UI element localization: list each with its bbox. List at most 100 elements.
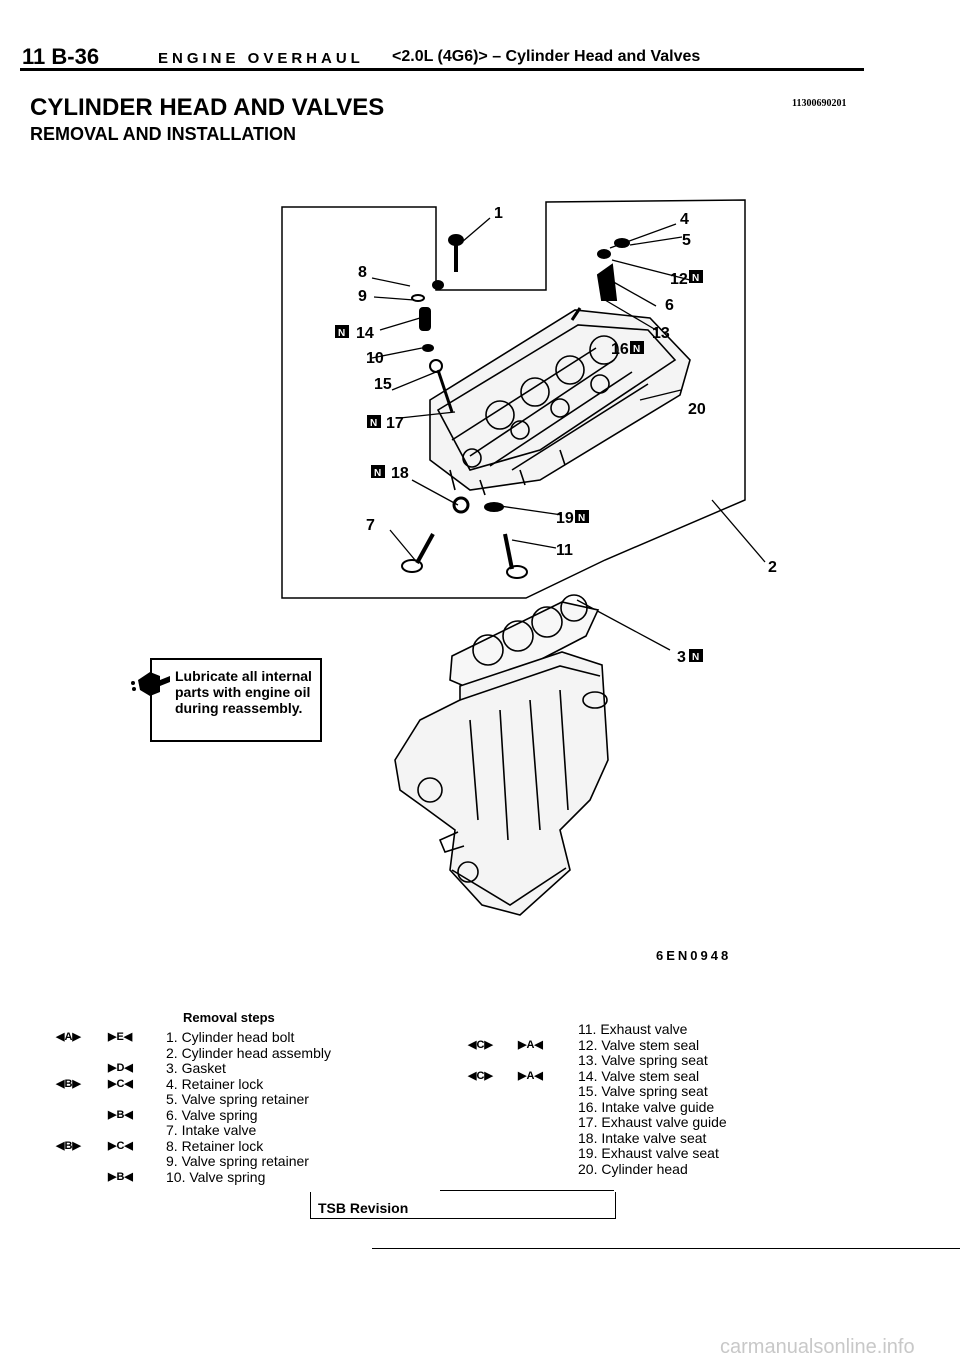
step-text: 18. Intake valve seat [578,1129,707,1146]
new-part-marks: N N N N N N N [335,270,703,663]
removal-steps-right: 11. Exhaust valve ◀C▶ ▶A◀ 12. Valve stem s… [468,1021,768,1178]
step-mark: ◀B▶ [56,1139,81,1152]
page-reference: 11 B-36 [22,44,100,69]
step-text: 16. Intake valve guide [578,1098,715,1115]
step-row: ◀B▶▶C◀4. Retainer lock [56,1075,386,1093]
step-mark: ◀C▶ [468,1038,493,1051]
svg-text:N: N [692,273,699,284]
step-mark: ▶D◀ [108,1062,133,1074]
step-text: 12. Valve stem seal [578,1036,700,1053]
step-row: ◀B▶ ▶C◀ 8. Retainer lock [56,1137,386,1155]
subsection-title: <2.0L (4G6)> – Cylinder Head and Valves [392,48,701,65]
new-part-mark-19 [575,510,589,523]
step-text: 9. Valve spring retainer [166,1153,309,1169]
callout-1: 1 [494,205,503,222]
callout-4: 4 [680,211,689,228]
new-part-mark-14 [335,325,349,338]
oil-can-icon [131,672,170,696]
step-row: 15. Valve spring seat [468,1083,768,1100]
step-text: 11. Exhaust valve [578,1021,688,1037]
step-row: 7. Intake valve [56,1122,386,1139]
svg-text:N: N [374,468,381,479]
callout-3: 3 [677,649,686,666]
callout-17: 17 [386,415,404,432]
step-mark: ◀C▶ [468,1069,493,1082]
callout-14: 14 [356,325,374,342]
step-text: 10. Valve spring [166,1168,266,1185]
callout-6: 6 [665,297,674,314]
step-row: 9. Valve spring retainer [56,1153,386,1170]
tsb-revision-box [310,1192,616,1219]
svg-text:N: N [338,328,345,339]
step-row: ◀C▶ ▶A◀ 12. Valve stem seal [468,1036,768,1054]
callout-16: 16 [611,341,629,358]
head-gasket-illustration [449,594,600,693]
page-title: CYLINDER HEAD AND VALVES [30,94,385,121]
callout-11: 11 [556,542,573,559]
callout-15: 15 [374,376,392,393]
step-mark: ▶E◀ [108,1031,133,1043]
watermark: carmanualsonline.info [720,1336,915,1358]
svg-text:N: N [692,652,699,663]
section-title: ENGINE OVERHAUL [158,50,364,67]
callout-18: 18 [391,465,409,482]
step-mark: ◀B▶ [56,1077,81,1090]
step-row: 20. Cylinder head [468,1160,768,1178]
svg-text:N: N [370,418,377,429]
lubrication-note: Lubricate all internal parts with engine… [175,668,312,716]
step-text: 13. Valve spring seat [578,1052,708,1068]
step-row: ▶D◀3. Gasket [56,1060,386,1077]
step-mark: ▶B◀ [108,1108,133,1121]
callout-2: 2 [768,559,777,576]
step-mark: ▶A◀ [518,1069,543,1082]
step-row: 11. Exhaust valve [468,1021,768,1038]
footer-rule [372,1248,960,1249]
step-text: 5. Valve spring retainer [166,1091,309,1107]
figure-code: 6EN0948 [656,948,732,963]
step-row: ▶B◀10. Valve spring [56,1168,386,1186]
svg-text:N: N [578,513,585,524]
new-part-mark-16 [630,341,644,354]
lubrication-note-box [150,658,322,742]
removal-steps-title: Removal steps [183,1010,275,1025]
tsb-box-top-rule [440,1190,614,1191]
step-text: 2. Cylinder head assembly [166,1044,331,1061]
removal-steps-left: ◀A▶ ▶E◀ 1. Cylinder head bolt 2. Cylinder … [56,1029,386,1186]
step-mark: ▶C◀ [108,1139,133,1152]
new-part-mark-12 [689,270,703,283]
step-text: 14. Valve stem seal [578,1067,700,1084]
step-text: 20. Cylinder head [578,1160,688,1177]
step-text: 15. Valve spring seat [578,1083,708,1099]
step-text: 19. Exhaust valve seat [578,1145,719,1161]
callout-12: 12 [670,271,688,288]
new-part-mark-17 [367,415,381,428]
document-number: 11300690201 [792,98,847,109]
header-rule [20,68,864,71]
step-row: ◀C▶ ▶A◀ 14. Valve stem seal [468,1067,768,1085]
callout-8: 8 [358,264,367,281]
small-parts [401,234,630,579]
svg-text:N: N [633,344,640,355]
callout-19: 19 [556,510,574,527]
step-text: 17. Exhaust valve guide [578,1114,727,1130]
step-row: 5. Valve spring retainer [56,1091,386,1108]
callout-9: 9 [358,288,367,305]
step-row: 16. Intake valve guide [468,1098,768,1116]
tsb-revision-label: TSB Revision [318,1200,409,1216]
step-text: 7. Intake valve [166,1122,257,1138]
new-part-mark-18 [371,465,385,478]
step-mark: ▶A◀ [518,1038,543,1051]
step-text: 1. Cylinder head bolt [166,1029,295,1045]
step-row: 2. Cylinder head assembly [56,1044,386,1062]
step-row: 19. Exhaust valve seat [468,1145,768,1162]
callout-labels: 1 4 5 8 9 12 6 14 13 10 16 15 20 17 18 1… [356,205,777,666]
callout-5: 5 [682,232,691,249]
engine-block-illustration [394,651,609,916]
step-row: ▶B◀6. Valve spring [56,1107,386,1124]
cylinder-head-illustration [429,309,691,496]
step-mark: ◀A▶ [56,1031,81,1043]
step-text: 8. Retainer lock [166,1137,264,1154]
step-row: 13. Valve spring seat [468,1052,768,1069]
step-text: 4. Retainer lock [166,1075,264,1092]
